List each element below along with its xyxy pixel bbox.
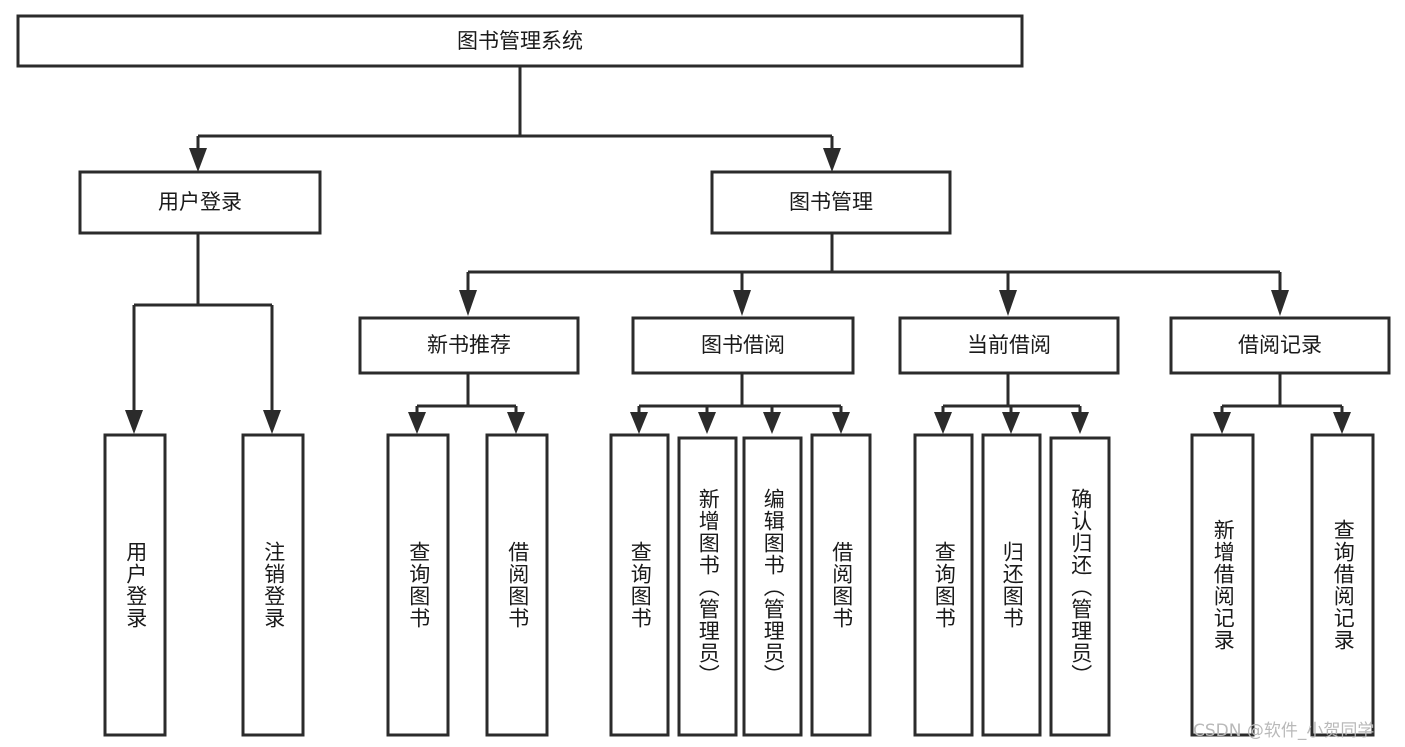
- node-new-book-recommend-label: 新书推荐: [427, 333, 511, 357]
- node-book-management[interactable]: [710, 170, 952, 235]
- arrowhead-borrowrecord-leaf-1: [1213, 412, 1231, 434]
- arrowhead-currentborrow-leaf-2: [1002, 412, 1020, 434]
- node-leaf-bookborrow-borrow-book[interactable]: [810, 433, 872, 737]
- node-current-borrow[interactable]: [898, 316, 1120, 375]
- node-user-login-label: 用户登录: [158, 190, 242, 214]
- node-leaf-user-login-logout[interactable]: [241, 433, 305, 737]
- arrowhead-book-borrow: [733, 290, 751, 316]
- node-leaf-bookborrow-query-book[interactable]: [609, 433, 670, 737]
- node-book-borrow-label: 图书借阅: [701, 333, 785, 357]
- node-leaf-bookborrow-add-book-admin[interactable]: [677, 436, 738, 737]
- arrowhead-newbook-leaf-2: [507, 412, 525, 434]
- node-current-borrow-label: 当前借阅: [967, 333, 1051, 357]
- node-book-borrow[interactable]: [631, 316, 855, 375]
- node-leaf-newbook-borrow-book[interactable]: [485, 433, 549, 737]
- arrowhead-new-book: [459, 290, 477, 316]
- arrowhead-userlogin-leaf-1: [125, 410, 143, 434]
- arrowhead-book-manage: [823, 148, 841, 172]
- node-book-management-label: 图书管理: [789, 190, 873, 214]
- node-leaf-newbook-query-book[interactable]: [386, 433, 450, 737]
- connector-layer: [125, 66, 1351, 434]
- arrowhead-bookborrow-leaf-2: [698, 412, 716, 434]
- node-root-book-management-system[interactable]: [16, 14, 1024, 68]
- arrowhead-bookborrow-leaf-4: [832, 412, 850, 434]
- node-root-label: 图书管理系统: [457, 29, 583, 53]
- node-leaf-currentborrow-confirm-return-admin[interactable]: [1049, 436, 1111, 737]
- arrowhead-bookborrow-leaf-3: [763, 412, 781, 434]
- csdn-watermark: CSDN @软件_小贺同学: [1193, 721, 1375, 741]
- node-new-book-recommend[interactable]: [358, 316, 580, 375]
- node-leaf-bookborrow-edit-book-admin[interactable]: [742, 436, 803, 737]
- arrowhead-currentborrow-leaf-3: [1071, 412, 1089, 434]
- node-leaf-borrowrecord-add-record[interactable]: [1190, 433, 1255, 737]
- node-user-login[interactable]: [78, 170, 322, 235]
- node-borrow-record-label: 借阅记录: [1238, 333, 1322, 357]
- arrowhead-current-borrow: [999, 290, 1017, 316]
- node-layer: 图书管理系统 用户登录 图书管理 新书推荐 图书借阅 当前借阅 借阅记录: [16, 14, 1391, 737]
- arrowhead-currentborrow-leaf-1: [934, 412, 952, 434]
- arrowhead-bookborrow-leaf-1: [630, 412, 648, 434]
- node-leaf-borrowrecord-query-record[interactable]: [1310, 433, 1375, 737]
- node-leaf-user-login-login[interactable]: [103, 433, 167, 737]
- arrowhead-borrowrecord-leaf-2: [1333, 412, 1351, 434]
- node-leaf-currentborrow-query-book[interactable]: [913, 433, 974, 737]
- node-leaf-currentborrow-return-book[interactable]: [981, 433, 1042, 737]
- arrowhead-user-login: [189, 148, 207, 172]
- arrowhead-newbook-leaf-1: [408, 412, 426, 434]
- arrowhead-userlogin-leaf-2: [263, 410, 281, 434]
- arrowhead-borrow-record: [1271, 290, 1289, 316]
- node-borrow-record[interactable]: [1169, 316, 1391, 375]
